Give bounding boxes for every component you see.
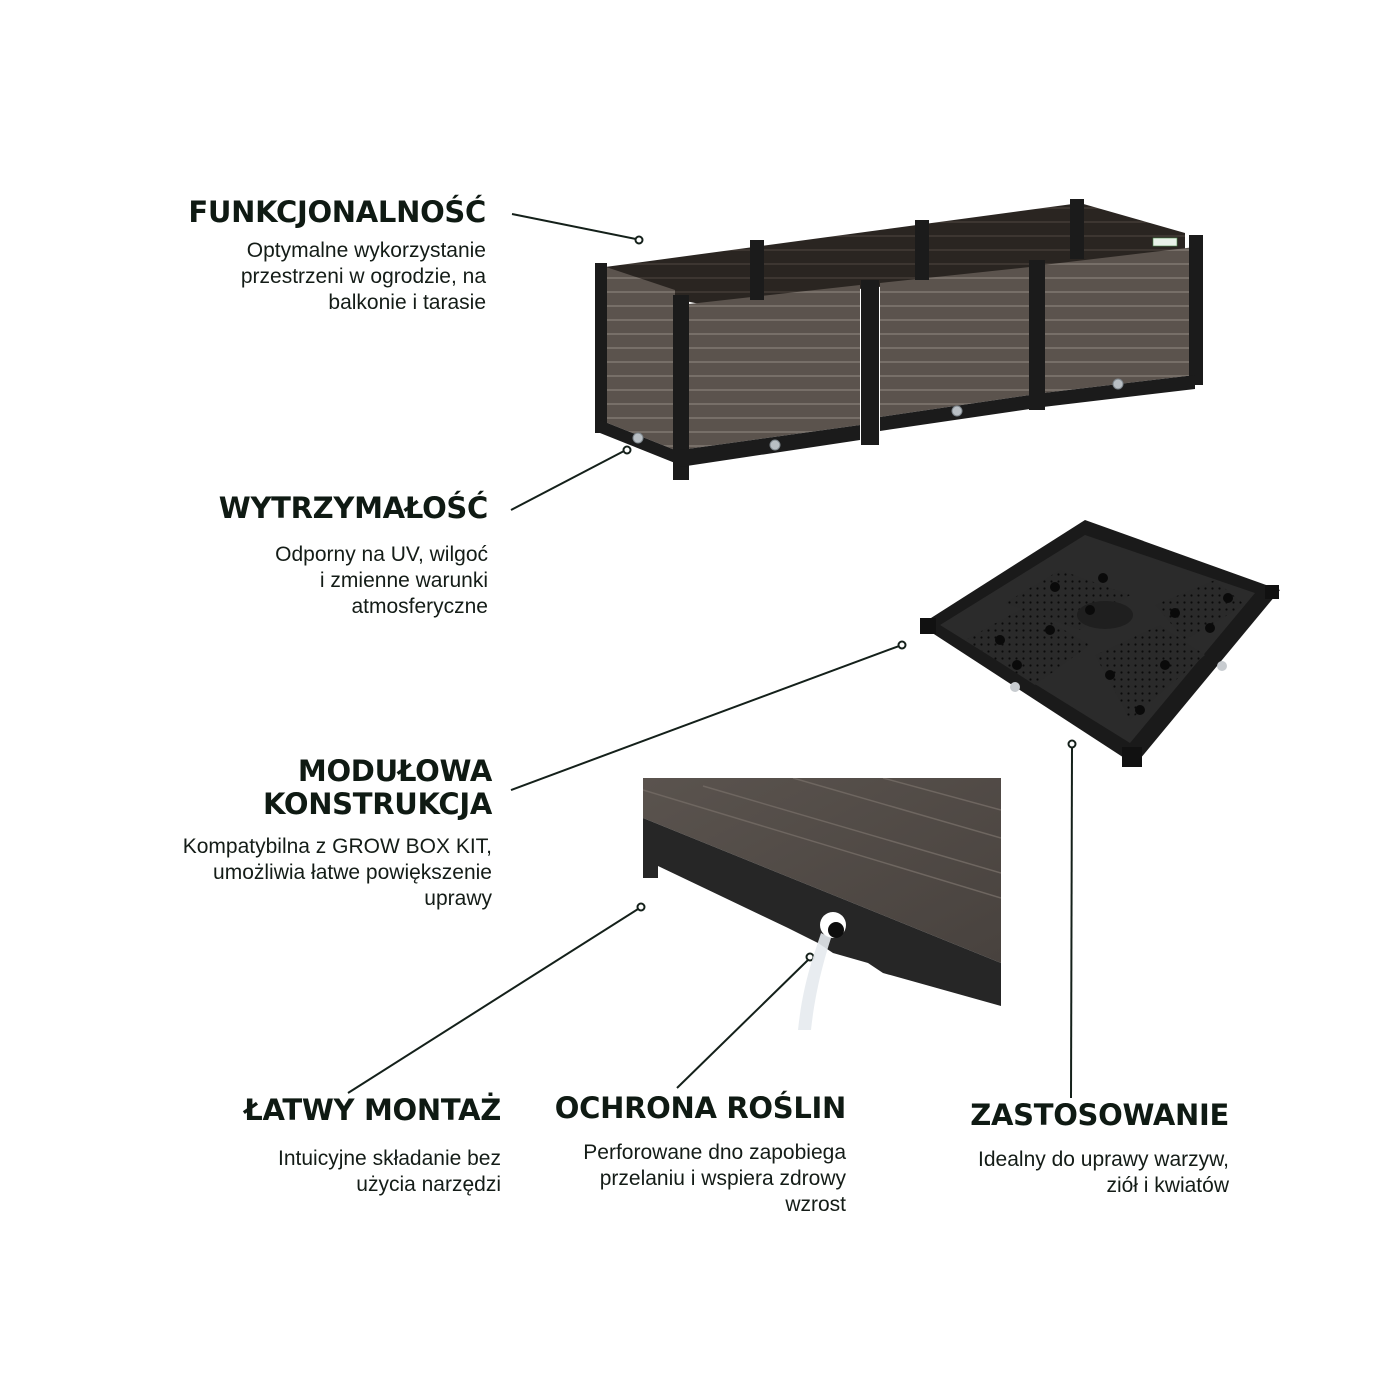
feature-description: Perforowane dno zapobiega przelaniu i ws… [583, 1141, 846, 1216]
feature-title: FUNKCJONALNOŚĆ [188, 195, 486, 229]
feature-title: ZASTOSOWANIE [970, 1098, 1229, 1132]
feature-zastosowanie: ZASTOSOWANIE Idealny do uprawy warzyw, z… [970, 1099, 1229, 1199]
feature-description: Kompatybilna z GROW BOX KIT, umożliwia ł… [182, 835, 492, 910]
feature-title-line2: KONSTRUKCJA [262, 787, 492, 821]
feature-title-line1: MODUŁOWA [297, 754, 492, 788]
feature-description: Intuicyjne składanie bez użycia narzędzi [278, 1147, 501, 1196]
planter-image [595, 199, 1203, 480]
feature-description: Optymalne wykorzystanie przestrzeni w og… [240, 239, 486, 314]
feature-latwy-montaz: ŁATWY MONTAŻ Intuicyjne składanie bez uż… [244, 1094, 501, 1198]
feature-title: OCHRONA ROŚLIN [554, 1091, 847, 1125]
feature-ochrona-roslin: OCHRONA ROŚLIN Perforowane dno zapobiega… [554, 1091, 847, 1218]
feature-description: Odporny na UV, wilgoć i zmienne warunki … [275, 543, 488, 618]
feature-wytrzymalosc: WYTRZYMAŁOŚĆ Odporny na UV, wilgoć i zmi… [218, 491, 489, 620]
base-plate-image [920, 520, 1280, 767]
drainage-closeup-image [643, 778, 1001, 1030]
feature-title: WYTRZYMAŁOŚĆ [218, 491, 489, 525]
feature-description: Idealny do uprawy warzyw, ziół i kwiatów [978, 1148, 1229, 1197]
feature-title: ŁATWY MONTAŻ [244, 1093, 501, 1127]
feature-funkcjonalnosc: FUNKCJONALNOŚĆ Optymalne wykorzystanie p… [188, 196, 486, 316]
feature-modulowa-konstrukcja: MODUŁOWA KONSTRUKCJA Kompatybilna z GROW… [182, 754, 493, 912]
